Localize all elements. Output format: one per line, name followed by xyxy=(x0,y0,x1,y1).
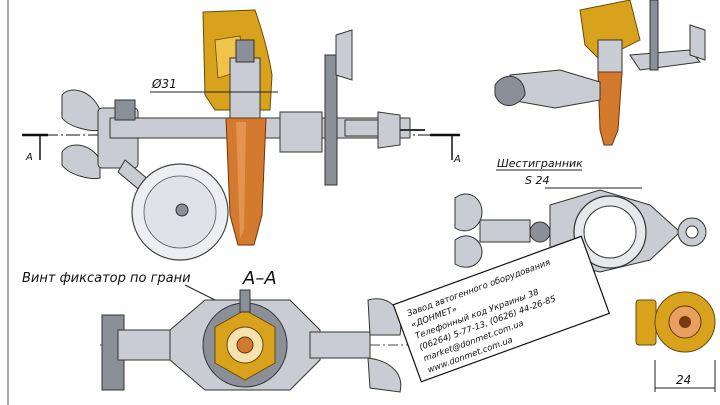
fixing-screw-leader xyxy=(184,284,216,301)
section-view: Винт фиксатор по грани A–A xyxy=(22,268,420,393)
section-label-right: A xyxy=(453,154,461,165)
vertical-plate xyxy=(324,54,338,186)
iso-wing-nut xyxy=(494,75,526,106)
nozzle-end-view: 24 xyxy=(635,291,716,392)
section-title: A–A xyxy=(242,268,277,289)
section-label-left: A xyxy=(25,152,33,163)
right-clamp xyxy=(279,111,323,153)
top-pin xyxy=(529,221,551,243)
top-wing-left-2 xyxy=(454,235,483,268)
end-view-core xyxy=(679,316,691,328)
isometric-view xyxy=(494,0,706,146)
top-ring-inner xyxy=(583,205,637,259)
rod-cap xyxy=(377,111,401,149)
nozzle-holder xyxy=(229,57,261,119)
section-right-rod xyxy=(309,331,371,359)
manufacturer-stamp: Завод автогенного оборудования «ДОНМЕТ» … xyxy=(392,235,611,383)
iso-right-rod xyxy=(629,49,701,71)
dim-24-label: 24 xyxy=(676,373,691,387)
top-right-hole xyxy=(685,225,699,239)
iso-holder xyxy=(597,39,623,76)
top-rod-left xyxy=(479,219,531,243)
stamp-box xyxy=(392,235,611,383)
top-wing-left xyxy=(454,193,483,232)
main-side-view: Ø31 A A xyxy=(22,9,461,261)
iso-nozzle xyxy=(597,71,623,146)
copper-nozzle xyxy=(225,117,267,246)
clamp-block xyxy=(114,99,136,121)
roller-axle xyxy=(175,203,189,217)
section-nozzle-core xyxy=(236,336,254,354)
iso-vertical-plate xyxy=(649,0,659,71)
nozzle-highlight xyxy=(236,122,246,238)
wing-nut-lower xyxy=(61,144,101,179)
hexagon-label: Шестигранник xyxy=(497,157,583,170)
fixing-screw-label: Винт фиксатор по грани xyxy=(22,271,191,286)
nozzle-top xyxy=(235,39,255,63)
wing-nut-upper xyxy=(61,89,101,131)
iso-wing-screw xyxy=(689,24,706,61)
hex-size-label: S 24 xyxy=(525,174,549,187)
wing-screw-top xyxy=(335,29,353,81)
end-view-side xyxy=(635,299,657,346)
section-fixing-screw xyxy=(239,289,251,313)
section-wing-lower xyxy=(367,357,402,393)
diameter-label: Ø31 xyxy=(151,77,177,91)
